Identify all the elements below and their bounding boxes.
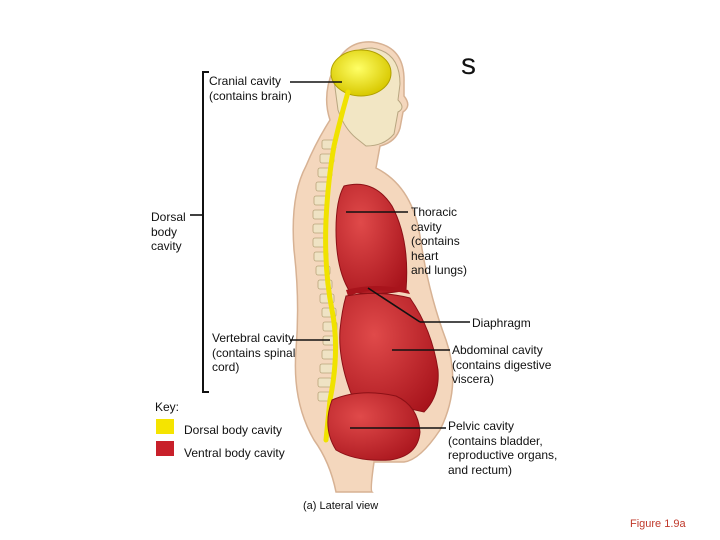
pelvic-cavity xyxy=(327,392,421,461)
figure-number: Figure 1.9a xyxy=(630,518,686,530)
dorsal-bracket xyxy=(202,71,209,393)
key-title: Key: xyxy=(155,400,180,414)
label-dorsal-body-cavity: Dorsal body cavity xyxy=(151,210,186,253)
key-label-ventral: Ventral body cavity xyxy=(184,446,285,460)
label-abdominal-cavity: Abdominal cavity (contains digestive vis… xyxy=(452,343,552,386)
brain-cranial xyxy=(330,49,392,97)
key-label-dorsal: Dorsal body cavity xyxy=(184,423,283,437)
label-diaphragm: Diaphragm xyxy=(472,316,531,330)
figure-caption: (a) Lateral view xyxy=(303,500,379,512)
label-vertebral-cavity: Vertebral cavity (contains spinal cord) xyxy=(212,331,296,374)
key-swatch-ventral xyxy=(156,441,174,456)
label-pelvic-cavity: Pelvic cavity (contains bladder, reprodu… xyxy=(448,419,558,477)
abdominal-cavity xyxy=(339,292,439,413)
key-swatch-dorsal xyxy=(156,419,174,434)
diaphragm xyxy=(346,286,410,296)
label-cranial-cavity: Cranial cavity (contains brain) xyxy=(209,74,292,103)
title-fragment: s xyxy=(461,48,476,81)
label-thoracic-cavity: Thoracic cavity (contains heart and lung… xyxy=(411,205,468,277)
leader-diaphragm-a xyxy=(367,287,421,323)
spinal-cord xyxy=(323,89,351,443)
